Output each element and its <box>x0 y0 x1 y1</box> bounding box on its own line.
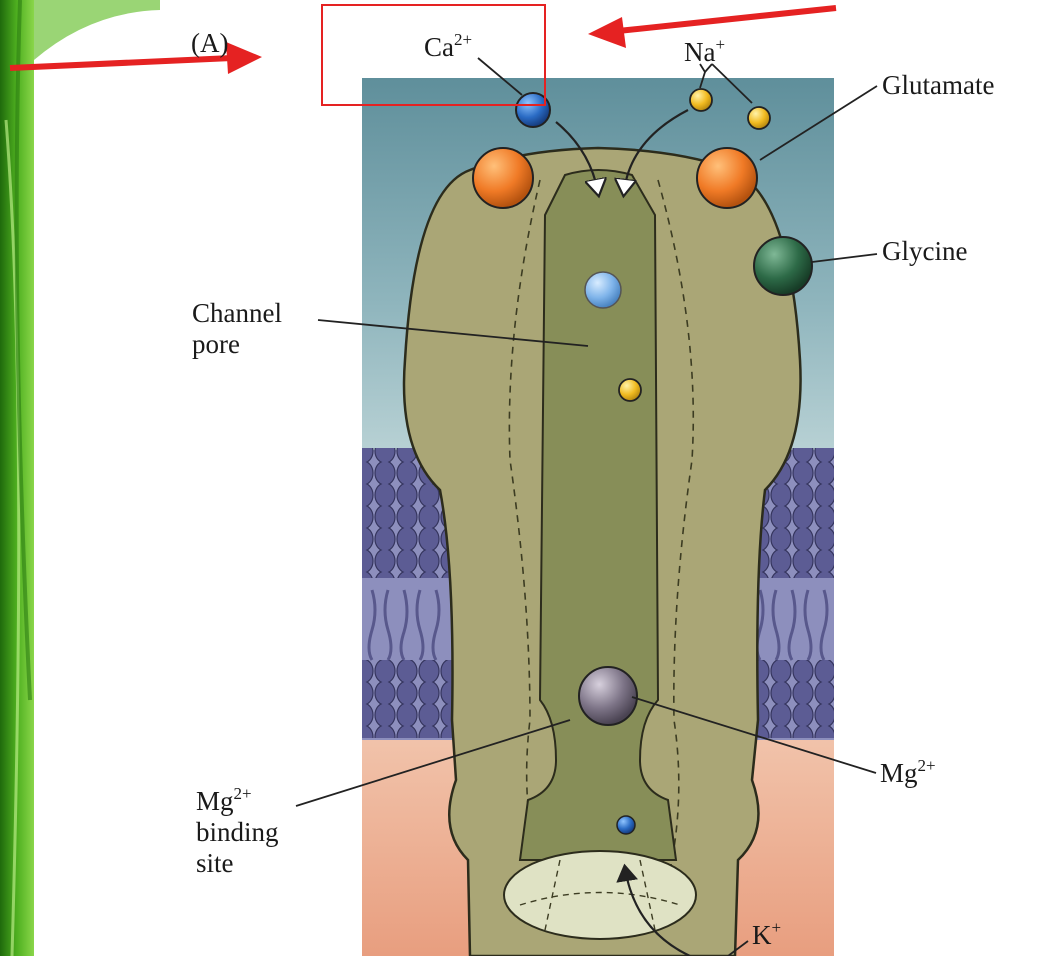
glycine-ball <box>754 237 812 295</box>
panel-label: (A) <box>191 28 228 59</box>
mg-binding-site-label: Mg2+ binding site <box>196 784 279 879</box>
glutamate-left-ball <box>473 148 533 208</box>
calcium-ion-pore <box>585 272 621 308</box>
cation-ion-lower-pore <box>617 816 635 834</box>
sodium-ion-a <box>690 89 712 111</box>
glutamate-right-ball <box>697 148 757 208</box>
sodium-label: Na+ <box>684 35 725 68</box>
glycine-label: Glycine <box>882 236 967 267</box>
sodium-ion-b <box>748 107 770 129</box>
channel-pore-label: Channel pore <box>192 298 282 360</box>
calcium-label: Ca2+ <box>424 30 472 63</box>
sodium-ion-pore <box>619 379 641 401</box>
slide-background-strip <box>0 0 160 956</box>
nmda-receptor <box>404 148 801 956</box>
potassium-label: K+ <box>752 918 781 951</box>
magnesium-ion <box>579 667 637 725</box>
glutamate-label: Glutamate <box>882 70 994 101</box>
magnesium-label: Mg2+ <box>880 756 936 789</box>
